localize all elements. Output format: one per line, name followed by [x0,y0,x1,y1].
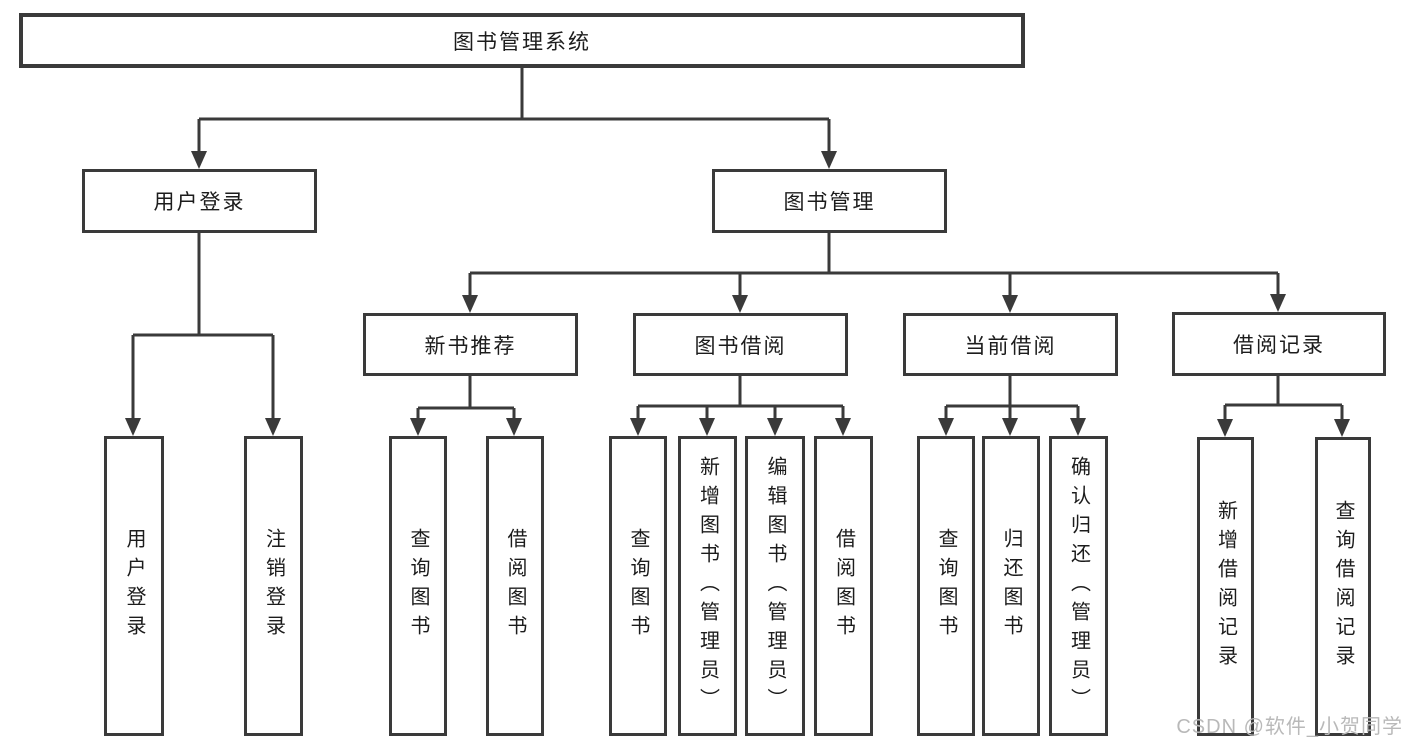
leaf-query-books-3: 查询图书 [917,436,975,736]
node-label: 新书推荐 [424,334,517,358]
leaf-query-books-2: 查询图书 [609,436,667,736]
leaf-user-login: 用户登录 [104,436,164,736]
node-label: 查询借阅记录 [1332,499,1354,674]
node-label: 归还图书 [1000,528,1022,644]
csdn-watermark: CSDN @软件_小贺同学 [1176,716,1403,738]
node-label: 注销登录 [262,528,285,644]
node-label: 图书管理系统 [453,30,591,54]
node-label: 借阅图书 [504,528,526,644]
leaf-logout: 注销登录 [244,436,303,736]
leaf-query-books-1: 查询图书 [389,436,447,736]
node-label: 用户登录 [123,528,145,644]
leaf-borrow-books-2: 借阅图书 [814,436,873,736]
node-book-management: 图书管理 [712,169,947,233]
node-label: 当前借阅 [964,334,1057,358]
node-label: 编辑图书（管理员） [764,455,786,717]
leaf-return-books: 归还图书 [982,436,1040,736]
leaf-edit-book-admin: 编辑图书（管理员） [745,436,805,736]
node-book-borrow: 图书借阅 [633,313,848,376]
node-new-book-recommend: 新书推荐 [363,313,578,376]
node-borrow-records: 借阅记录 [1172,312,1386,376]
node-label: 图书借阅 [694,334,787,358]
node-label: 查询图书 [407,528,429,644]
node-label: 查询图书 [627,528,649,644]
node-user-login: 用户登录 [82,169,317,233]
node-label: 借阅图书 [832,528,855,644]
node-label: 新增图书（管理员） [696,455,719,717]
node-label: 借阅记录 [1233,334,1325,357]
node-label: 新增借阅记录 [1214,499,1237,674]
leaf-query-borrow-record: 查询借阅记录 [1315,437,1371,736]
leaf-borrow-books-1: 借阅图书 [486,436,544,736]
leaf-add-borrow-record: 新增借阅记录 [1197,437,1254,736]
node-root: 图书管理系统 [19,13,1025,68]
node-current-borrow: 当前借阅 [903,313,1118,376]
node-label: 图书管理 [783,191,876,214]
leaf-confirm-return-admin: 确认归还（管理员） [1049,436,1108,736]
node-label: 查询图书 [935,528,957,644]
node-label: 用户登录 [153,191,246,214]
node-label: 确认归还（管理员） [1067,455,1090,717]
leaf-add-book-admin: 新增图书（管理员） [678,436,737,736]
